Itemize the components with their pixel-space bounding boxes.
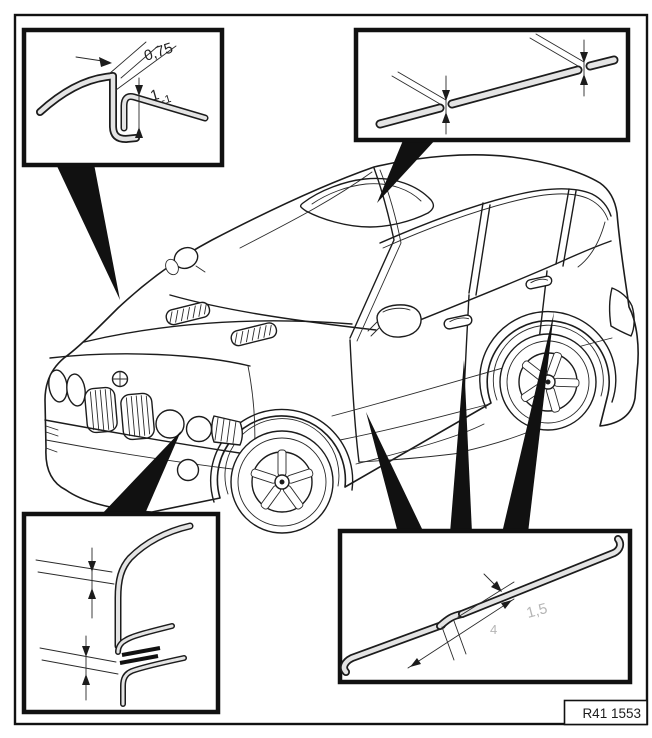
fender-panel-fill — [122, 94, 207, 130]
headlight-near-1 — [155, 409, 185, 439]
far-side-mirror — [165, 246, 206, 276]
kidney-grille-right — [120, 392, 155, 441]
hood-flush-tolerance: -1 — [160, 93, 173, 107]
hood-vent-right — [230, 322, 278, 347]
windshield-far-edge — [239, 171, 373, 249]
roof-rail-fill-2 — [449, 67, 581, 107]
leader-arrow-quarter-panel — [502, 312, 554, 533]
callout-rocker-section: 1,5 4 — [337, 528, 633, 685]
figure-reference: R41 1553 — [563, 699, 648, 726]
side-mirror — [367, 304, 422, 338]
car-illustration — [44, 154, 639, 534]
front-door-handle — [443, 314, 473, 330]
pillar-gap-ext-lines — [35, 547, 115, 619]
front-door-front-seam — [349, 339, 360, 463]
hood-dim-ext-lines — [108, 41, 177, 91]
hood-gap-arrowhead — [99, 57, 112, 67]
sill-gap-arrow-down — [82, 646, 90, 657]
cowl-line — [169, 294, 377, 331]
hood-flush-arrow-down — [135, 85, 143, 96]
pillar-gap-arrow-down — [88, 561, 96, 572]
a-pillar-line-2 — [356, 169, 402, 342]
rear-wheel-arch — [479, 310, 617, 409]
body-crease-upper — [331, 337, 613, 417]
leader-arrow-rear-door — [450, 360, 472, 533]
sill-rail-lower-fill — [121, 656, 186, 706]
bumper-mid-line — [45, 439, 241, 471]
hood-vent-left — [165, 301, 211, 326]
roof-joint1-arrow-down — [442, 90, 450, 101]
hood-front-edge — [49, 353, 251, 367]
rocker-panel-right-fill — [459, 536, 623, 617]
roof-rail-fill-3 — [587, 57, 617, 69]
roof-joint2-arrow-down — [580, 52, 588, 63]
pillar-panel-fill — [116, 524, 192, 648]
roof-joint2-lines — [529, 33, 585, 97]
rear-wheel-arch-inner — [492, 324, 604, 401]
window-sill-line — [404, 240, 612, 327]
rocker-flush-arrowhead — [491, 581, 502, 592]
rocker-flush-value: 1,5 — [525, 600, 550, 622]
hood-panel-fill — [37, 73, 139, 142]
roof-joint2-arrow-up — [580, 74, 588, 85]
leader-arrows — [56, 138, 554, 533]
callout-pillar-section — [21, 511, 221, 715]
bumper-corner-hatch — [45, 425, 59, 453]
bmw-roundel — [111, 370, 129, 388]
headlight-near-2 — [185, 415, 213, 443]
rocker-dim-arrow-right — [501, 600, 512, 609]
sill-gap-arrow-up — [82, 674, 90, 685]
rocker-panel-left-fill — [341, 622, 445, 675]
rocker-top-line — [339, 403, 491, 441]
sill-rail-upper-fill — [116, 624, 174, 654]
callout-hood-seam: 0,75 1 -1 — [21, 27, 225, 168]
rocker-ext-lines — [407, 581, 515, 669]
headlight-far-2 — [66, 373, 86, 407]
roof-joint1-lines — [391, 71, 447, 135]
front-wheel-arch — [209, 408, 354, 503]
a-pillar-line-1 — [349, 167, 395, 339]
d-pillar-edge — [577, 221, 606, 268]
fog-light — [176, 458, 200, 482]
rocker-bottom-line — [355, 423, 485, 465]
rocker-dim-arrow-left — [410, 658, 421, 667]
roof-joint1-arrow-up — [442, 112, 450, 123]
roof-rail-fill-1 — [377, 105, 443, 127]
front-face — [44, 369, 247, 482]
leader-arrow-front-door — [366, 412, 424, 533]
reference-code: R41 1553 — [582, 706, 641, 721]
c-pillar — [555, 188, 577, 267]
bumper-top-line — [44, 419, 247, 455]
front-wheel-arch-inner — [224, 418, 340, 495]
kidney-grille-left — [84, 386, 118, 434]
callout-roof-joint — [353, 27, 631, 143]
turn-signal-lamp — [211, 415, 243, 446]
front-wheel — [230, 430, 334, 534]
rear-door-handle — [525, 275, 553, 290]
hood-flush-arrow-up — [135, 127, 143, 138]
seal-strips — [119, 646, 161, 665]
drip-rail-lower — [382, 193, 609, 249]
leader-arrow-hood — [56, 164, 120, 300]
leader-arrow-headlight — [100, 431, 181, 516]
sunroof — [299, 177, 435, 228]
taillight — [608, 287, 635, 337]
pillar-gap-arrow-up — [88, 588, 96, 599]
reference-box — [563, 699, 648, 726]
rocker-gap-value: 4 — [490, 622, 497, 637]
drip-rail-upper — [379, 188, 612, 244]
leader-arrow-roof — [377, 138, 437, 203]
b-pillar — [468, 202, 491, 296]
